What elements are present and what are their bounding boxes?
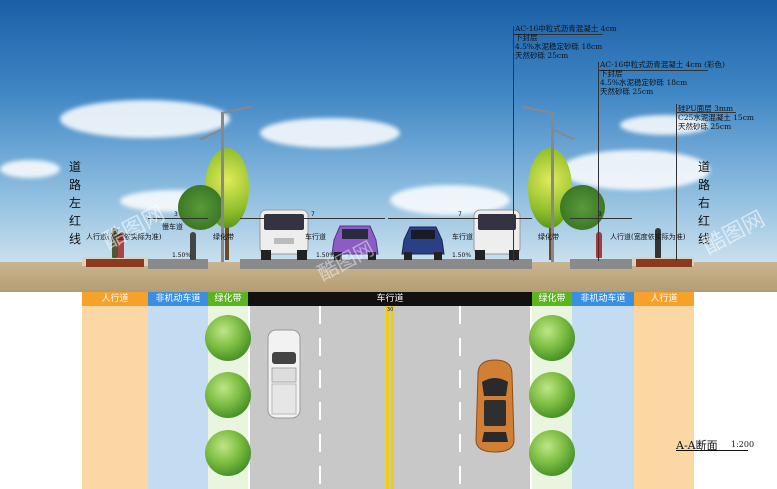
leader-line (598, 62, 599, 261)
drawing-title: A-A断面 (676, 439, 718, 452)
white-van-icon (473, 209, 521, 260)
left-boundary-label: 道路左红线 (68, 160, 81, 246)
dimension-value: 7 (458, 211, 462, 218)
shrub-icon (529, 315, 575, 361)
center-line-left (386, 306, 389, 489)
right-sidewalk-label: 人行道(宽度依实际为准) (610, 233, 686, 241)
slope-label: 1.50% (452, 252, 472, 259)
shrub-icon (529, 430, 575, 476)
dimension-line (388, 218, 532, 219)
leader-line (598, 70, 708, 71)
plan-bike-lane-right (572, 306, 634, 489)
sidewalk-pavement-note: 硅PU面层 3mm C25水泥混凝土 15cm 天然砂砾 25cm (678, 104, 755, 131)
dimension-line (240, 218, 385, 219)
center-line-right (391, 306, 394, 489)
drawing-scale: 1:200 (731, 440, 755, 449)
leader-line (676, 112, 736, 113)
band-carriageway: 车行道 (248, 292, 532, 306)
slope-label: 1.50% (172, 252, 192, 259)
title-underline (676, 450, 748, 451)
carriageway-surface (240, 259, 532, 269)
left-bike-lane-surface (148, 259, 208, 269)
left-greenbelt-label: 绿化带 (213, 233, 234, 241)
orange-car-icon (475, 359, 515, 453)
shrub-icon (205, 315, 251, 361)
right-bike-lane-surface (570, 259, 632, 269)
carriageway-pavement-note: AC-16中粒式沥青混凝土 4cm 下封层 4.5%水泥稳定砂砾 18cm 天然… (515, 24, 617, 60)
tree-trunk (225, 205, 229, 260)
right-boundary-label: 道路右红线 (697, 160, 710, 246)
cloud (560, 150, 710, 190)
band-green-left: 绿化带 (208, 292, 248, 306)
dimension-value: 7 (311, 211, 315, 218)
cloud (60, 100, 230, 138)
tree-right-green (560, 185, 605, 230)
leader-line (513, 26, 514, 261)
street-lamp-pole (221, 112, 224, 262)
left-carriageway-label: 车行道 (305, 233, 326, 241)
pedestrian-icon (112, 228, 118, 258)
street-lamp-pole (551, 112, 554, 262)
dimension-line (148, 218, 208, 219)
band-sidewalk-left: 人行道 (82, 292, 148, 306)
shrub-icon (205, 430, 251, 476)
centerline-mark: 30 (387, 307, 394, 313)
lane-divider-dashed (319, 306, 321, 489)
plan-sidewalk-left (82, 306, 148, 489)
band-bike-right: 非机动车道 (572, 292, 634, 306)
cloud (260, 118, 400, 148)
leader-line (513, 34, 603, 35)
band-bike-left: 非机动车道 (148, 292, 208, 306)
plan-bike-lane-left (148, 306, 208, 489)
cyclist-icon (596, 232, 602, 258)
blue-car-icon (401, 226, 445, 260)
band-green-right: 绿化带 (532, 292, 572, 306)
bike-lane-pavement-note: AC-16中粒式沥青混凝土 4cm (彩色) 下封层 4.5%水泥稳定砂砾 18… (600, 60, 725, 96)
left-planter (86, 259, 144, 267)
right-carriageway-label: 车行道 (452, 233, 473, 241)
right-planter (636, 259, 692, 267)
cloud (0, 160, 60, 178)
leader-line (676, 104, 677, 261)
cloud (620, 115, 710, 135)
shrub-icon (529, 372, 575, 418)
right-greenbelt-label: 绿化带 (538, 233, 559, 241)
slow-lane-label: 慢车道 (162, 223, 183, 231)
white-van-icon (259, 209, 309, 260)
slope-label: 1.50% (316, 252, 336, 259)
dimension-value: 3 (174, 211, 178, 218)
shrub-icon (205, 372, 251, 418)
pedestrian-icon (190, 232, 196, 260)
plan-sidewalk-right (634, 306, 694, 489)
band-sidewalk-right: 人行道 (634, 292, 694, 306)
pedestrian-icon (118, 232, 124, 258)
dimension-value: 3 (598, 211, 602, 218)
pickup-truck-icon (267, 329, 301, 419)
lane-divider-dashed (459, 306, 461, 489)
left-sidewalk-label: 人行道(宽度依实际为准) (86, 233, 162, 241)
dimension-line (570, 218, 632, 219)
tree-left-green (178, 185, 223, 230)
purple-car-icon (331, 225, 379, 260)
pedestrian-icon (655, 228, 661, 258)
